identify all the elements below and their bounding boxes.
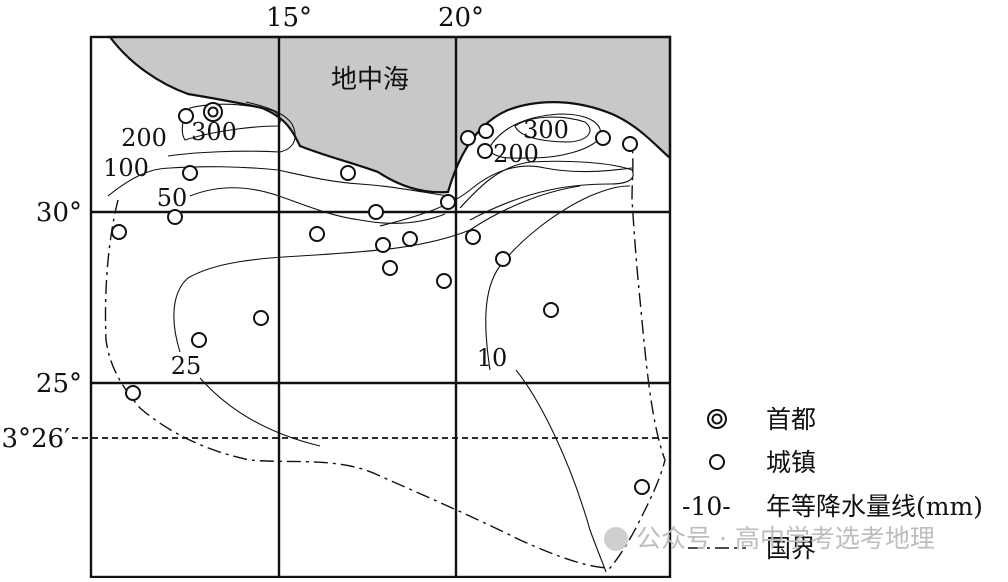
- legend-border-label: 国界: [766, 534, 816, 563]
- legend-capital-label: 首都: [766, 405, 816, 434]
- isohyet-east-50: [379, 165, 633, 227]
- capital-marker: [203, 102, 223, 122]
- town: [191, 332, 207, 348]
- isohyet-west-200: [167, 101, 296, 157]
- mediterranean-sea: [107, 35, 672, 194]
- town: [340, 165, 356, 181]
- town: [368, 204, 384, 220]
- isohyet-label: 200: [121, 124, 167, 152]
- town: [477, 143, 493, 159]
- isohyet-label: 100: [103, 154, 149, 182]
- town: [253, 310, 269, 326]
- town: [460, 130, 476, 146]
- town: [182, 165, 198, 181]
- town: [178, 108, 194, 124]
- isohyet-label: 10: [477, 344, 508, 372]
- town: [309, 226, 325, 242]
- town: [595, 130, 611, 146]
- town: [167, 209, 183, 225]
- town-markers: [111, 108, 650, 495]
- legend-town-symbol: [709, 454, 725, 470]
- town: [634, 479, 650, 495]
- town: [440, 194, 456, 210]
- isohyet-label: 25: [171, 352, 202, 380]
- legend-capital-symbol: [707, 409, 727, 429]
- isohyet-east-300: [514, 116, 591, 143]
- lat-label-25: 25°: [36, 369, 82, 399]
- town: [543, 302, 559, 318]
- town: [382, 260, 398, 276]
- legend-isohyet-label: 年等降水量线(mm): [766, 492, 983, 521]
- isohyet-label: 300: [523, 116, 569, 144]
- isohyet-west-50: [189, 187, 446, 224]
- town: [125, 385, 141, 401]
- isohyet-label: 50: [157, 184, 188, 212]
- town: [402, 231, 418, 247]
- town: [465, 229, 481, 245]
- town: [622, 136, 638, 152]
- map-frame: [89, 35, 672, 579]
- isohyet-10: [485, 185, 631, 573]
- lat-label-30: 30°: [36, 198, 82, 228]
- town: [436, 273, 452, 289]
- national-border: [104, 145, 666, 569]
- lat-label-tropic: 23°26′: [0, 424, 70, 454]
- isohyet-25: [173, 185, 581, 353]
- isohyet-label: 300: [191, 118, 237, 146]
- town: [111, 224, 127, 240]
- isohyet-25-south: [199, 377, 321, 447]
- legend: 首都 城镇 -10- 年等降水量线(mm) 国界: [682, 405, 983, 563]
- watermark: 公众号 · 高中学考选考地理: [604, 524, 935, 553]
- legend-town-label: 城镇: [766, 448, 816, 477]
- legend-isohyet-symbol: -10-: [682, 492, 731, 521]
- isohyet-label: 200: [493, 140, 539, 168]
- town: [478, 123, 494, 139]
- lon-label-15: 15°: [266, 3, 312, 33]
- watermark-text: 公众号 · 高中学考选考地理: [636, 524, 935, 553]
- lon-label-20: 20°: [438, 3, 484, 33]
- town: [495, 251, 511, 267]
- sea-label: 地中海: [331, 65, 409, 95]
- isohyet-west-100: [107, 166, 449, 197]
- town: [375, 237, 391, 253]
